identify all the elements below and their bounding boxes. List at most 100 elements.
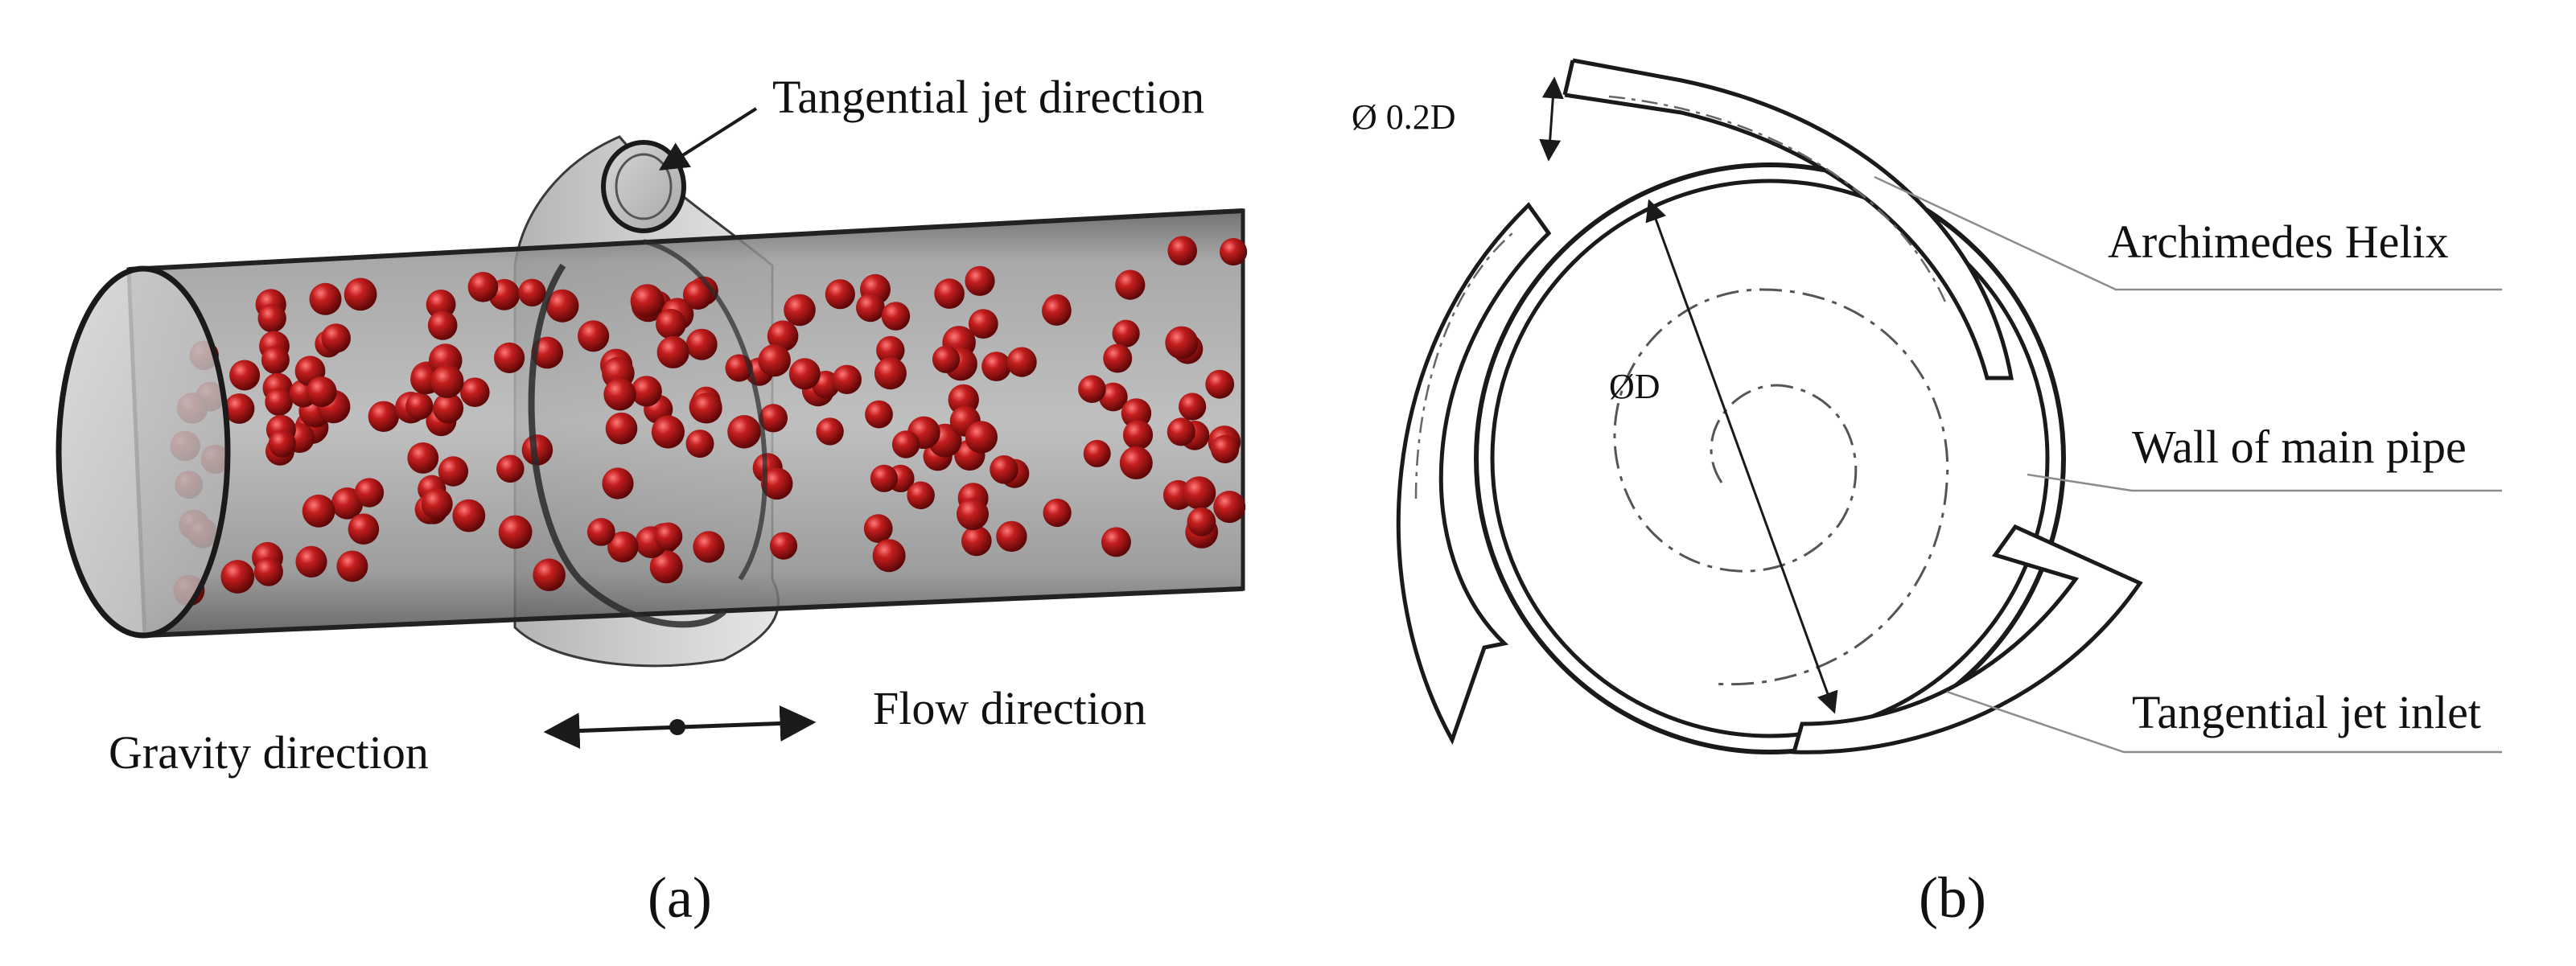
panel-a: Tangential jet direction Flow direction …	[56, 71, 1248, 930]
main-pipe-outer-wall	[1474, 162, 2066, 754]
particle	[965, 265, 995, 296]
particle	[1043, 498, 1072, 528]
particle	[452, 499, 486, 532]
particle	[354, 478, 385, 508]
label-jet-direction: Tangential jet direction	[772, 71, 1204, 123]
particle	[932, 345, 961, 373]
particle	[1122, 420, 1154, 450]
particle	[651, 415, 685, 449]
particle	[460, 377, 490, 408]
particle	[759, 404, 788, 433]
particle	[816, 417, 844, 446]
particle	[691, 393, 722, 424]
label-wall-main-pipe: Wall of main pipe	[2132, 421, 2467, 473]
particle	[769, 532, 798, 560]
particle	[1103, 343, 1133, 373]
particle	[257, 304, 286, 333]
particle	[631, 376, 662, 407]
main-pipe-inner-wall	[1490, 179, 2050, 738]
particle	[578, 320, 610, 352]
particle	[427, 310, 458, 340]
caption-b: (b)	[1919, 865, 1986, 930]
particle	[433, 393, 464, 424]
particle	[368, 401, 399, 432]
particle	[1006, 347, 1037, 377]
particle	[306, 376, 337, 407]
particle	[965, 421, 998, 454]
particle	[990, 455, 1018, 484]
dimension-inlet	[1539, 76, 1564, 162]
particle	[870, 464, 898, 492]
particle	[438, 456, 469, 487]
particle	[784, 294, 816, 327]
particle	[693, 531, 725, 563]
particle	[426, 290, 456, 319]
particle	[968, 309, 998, 339]
particle	[344, 277, 377, 311]
particle	[685, 430, 714, 458]
particle	[496, 454, 525, 483]
particle	[727, 415, 761, 449]
particle	[302, 494, 335, 528]
particle	[605, 412, 638, 445]
particle	[934, 278, 965, 309]
particle	[1042, 296, 1072, 326]
particle	[825, 279, 855, 310]
inlet-channel-left	[1396, 202, 1552, 746]
particle	[1083, 439, 1111, 467]
particle	[682, 280, 713, 310]
particle	[261, 346, 290, 375]
particle	[630, 284, 665, 318]
particle	[874, 357, 907, 390]
particle	[586, 518, 615, 546]
label-gravity-direction: Gravity direction	[109, 726, 429, 779]
particle	[981, 351, 1011, 381]
particle	[758, 343, 791, 377]
label-tangential-jet-inlet: Tangential jet inlet	[2132, 686, 2481, 738]
particle	[265, 388, 293, 416]
particle	[1112, 319, 1140, 347]
particle	[1187, 507, 1216, 536]
particle	[767, 320, 799, 352]
particle	[1119, 446, 1153, 479]
particle	[1179, 393, 1207, 421]
particle	[494, 342, 525, 373]
particle	[407, 442, 439, 474]
particle	[1165, 326, 1199, 360]
particle	[872, 539, 906, 573]
particle	[961, 525, 992, 557]
panel-b-labels: Ø 0.2D ØD Archimedes Helix Wall of main …	[1352, 97, 2481, 930]
particle	[295, 545, 327, 578]
particle	[309, 282, 342, 315]
caption-a: (a)	[648, 865, 712, 930]
particle	[220, 560, 255, 594]
particle	[603, 378, 636, 411]
particle	[788, 358, 821, 390]
particle	[876, 335, 905, 365]
particle	[421, 488, 453, 520]
particle	[1115, 269, 1146, 300]
particle	[253, 557, 283, 586]
particle	[1121, 398, 1152, 429]
leader-helix	[1874, 175, 2502, 291]
particle	[607, 531, 639, 563]
panel-b	[1396, 58, 2502, 754]
archimedes-helix	[1613, 288, 1949, 686]
particle	[832, 364, 862, 394]
particle	[1182, 476, 1216, 510]
particle	[996, 520, 1027, 553]
particle	[545, 289, 579, 323]
particle	[224, 393, 255, 424]
particle	[881, 302, 911, 331]
particle	[348, 513, 380, 545]
particle	[531, 336, 564, 369]
particle	[518, 278, 546, 306]
particle	[1098, 382, 1128, 412]
particle	[1213, 491, 1246, 524]
inlet-channel-top	[1564, 58, 2014, 380]
particle	[521, 434, 553, 466]
particle	[685, 328, 718, 360]
particle	[405, 392, 434, 420]
particle	[1167, 236, 1197, 266]
inlet-channel-right	[1791, 524, 2143, 754]
